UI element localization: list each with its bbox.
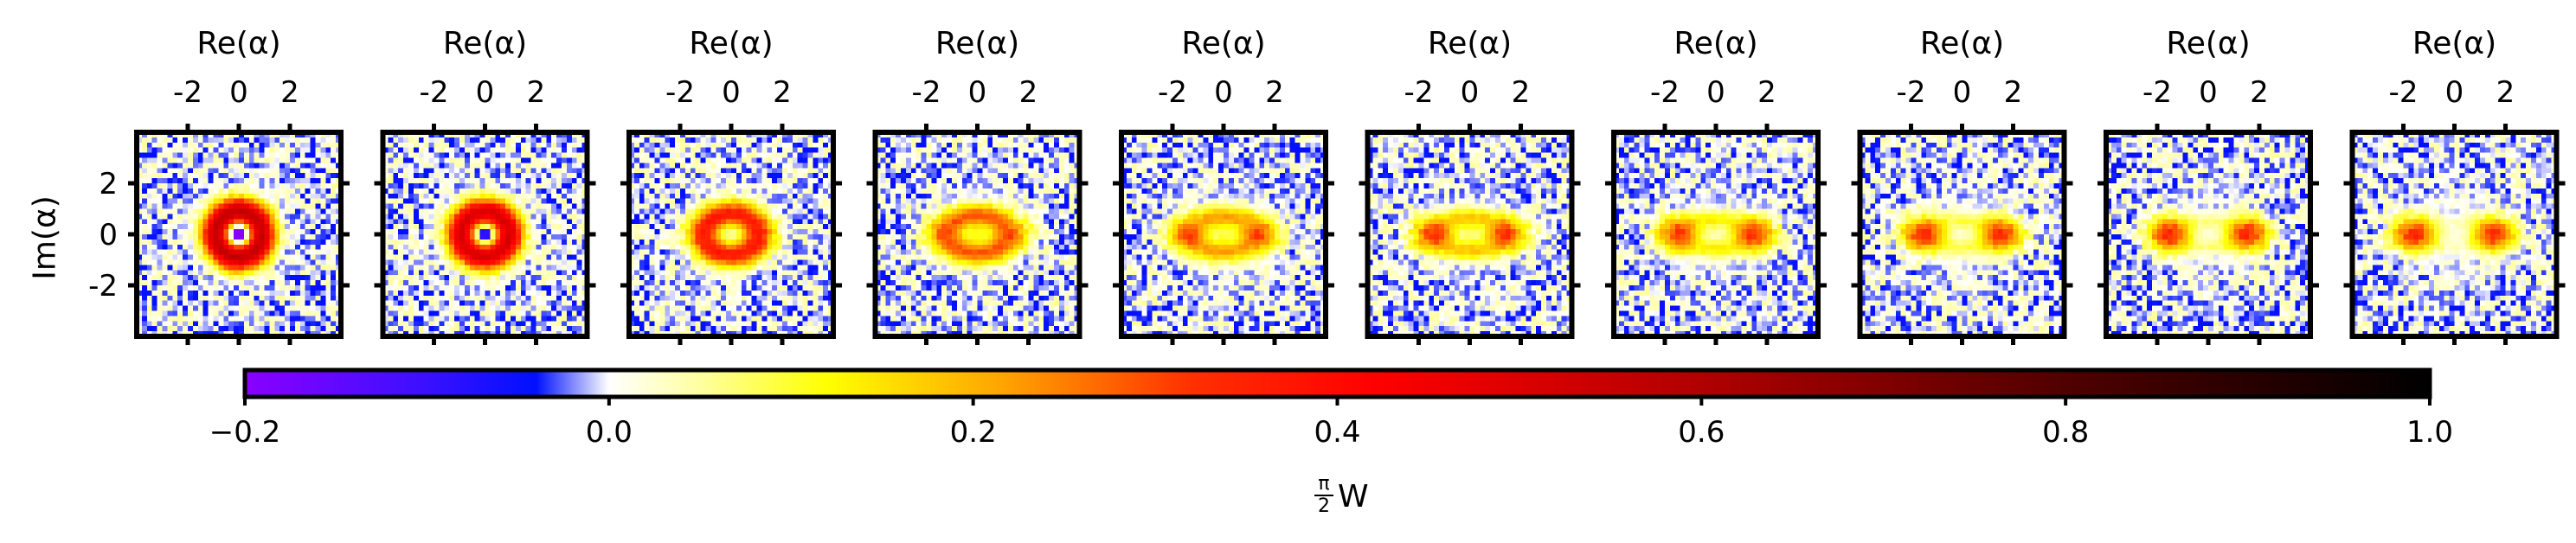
colorbar-tick-label: 0.0 bbox=[586, 415, 633, 450]
wigner-heatmap bbox=[1860, 132, 2065, 336]
x-axis-label: Re(α) bbox=[689, 26, 773, 61]
x-tick-label: 2 bbox=[2496, 75, 2515, 110]
x-tick-label: 2 bbox=[1512, 75, 1531, 110]
x-tick-label: 0 bbox=[2199, 75, 2218, 110]
x-tick-label: 0 bbox=[1953, 75, 1972, 110]
wigner-heatmap bbox=[2106, 132, 2310, 336]
x-tick-label: 0 bbox=[1706, 75, 1725, 110]
x-tick-label: 0 bbox=[1214, 75, 1233, 110]
y-tick-label: -2 bbox=[88, 269, 118, 303]
colorbar-label-numerator: π bbox=[1318, 473, 1329, 495]
x-tick-label: 0 bbox=[229, 75, 248, 110]
x-axis-label: Re(α) bbox=[1181, 26, 1265, 61]
colorbar-tick-label: 0.6 bbox=[1678, 415, 1725, 450]
x-tick-label: -2 bbox=[1158, 75, 1187, 110]
x-axis-label: Re(α) bbox=[196, 26, 280, 61]
x-axis-label: Re(α) bbox=[935, 26, 1019, 61]
y-tick-label: 0 bbox=[99, 218, 118, 252]
x-axis-label: Re(α) bbox=[443, 26, 527, 61]
x-tick-label: 2 bbox=[1265, 75, 1284, 110]
wigner-heatmap bbox=[137, 132, 341, 336]
x-tick-label: -2 bbox=[912, 75, 941, 110]
x-tick-label: 0 bbox=[722, 75, 741, 110]
colorbar-label: π 2 W bbox=[1314, 473, 1369, 517]
x-tick-label: 2 bbox=[773, 75, 792, 110]
colorbar-label-denominator: 2 bbox=[1318, 495, 1330, 517]
x-tick-label: -2 bbox=[2389, 75, 2419, 110]
x-tick-label: 0 bbox=[476, 75, 495, 110]
x-tick-label: -2 bbox=[665, 75, 695, 110]
x-axis-label: Re(α) bbox=[1673, 26, 1757, 61]
colorbar-bar bbox=[242, 367, 2432, 399]
x-tick-label: -2 bbox=[173, 75, 202, 110]
x-axis-label: Re(α) bbox=[1428, 26, 1512, 61]
x-tick-label: -2 bbox=[1404, 75, 1434, 110]
x-axis-label: Re(α) bbox=[2166, 26, 2250, 61]
x-axis-label: Re(α) bbox=[2412, 26, 2496, 61]
x-tick-label: 0 bbox=[968, 75, 987, 110]
colorbar-label-main: W bbox=[1338, 479, 1369, 514]
x-tick-label: -2 bbox=[1897, 75, 1926, 110]
x-tick-label: 2 bbox=[2250, 75, 2269, 110]
wigner-heatmap bbox=[875, 132, 1080, 336]
x-tick-label: 2 bbox=[2004, 75, 2023, 110]
wigner-heatmap bbox=[1367, 132, 1572, 336]
colorbar-tick-label: 0.8 bbox=[2042, 415, 2089, 450]
x-tick-label: -2 bbox=[2142, 75, 2172, 110]
x-tick-label: -2 bbox=[1650, 75, 1680, 110]
x-axis-label: Re(α) bbox=[1920, 26, 2004, 61]
wigner-heatmap bbox=[2352, 132, 2557, 336]
colorbar-tick-label: 0.2 bbox=[950, 415, 997, 450]
wigner-heatmap bbox=[382, 132, 588, 336]
x-tick-label: 2 bbox=[1019, 75, 1038, 110]
x-tick-label: 2 bbox=[1757, 75, 1776, 110]
x-tick-label: 0 bbox=[1461, 75, 1480, 110]
x-tick-label: 0 bbox=[2445, 75, 2464, 110]
colorbar: −0.2 0.0 0.2 0.4 0.6 0.8 1.0 π 2 W bbox=[209, 367, 2453, 517]
wigner-heatmap bbox=[1614, 132, 1818, 336]
colorbar-tick-label: 0.4 bbox=[1314, 415, 1360, 450]
y-axis-label: Im(α) bbox=[28, 195, 63, 280]
colorbar-tick-label: −0.2 bbox=[209, 415, 281, 450]
wigner-heatmap bbox=[629, 132, 833, 336]
x-tick-label: 2 bbox=[527, 75, 546, 110]
y-tick-label: 2 bbox=[99, 167, 118, 201]
colorbar-ticks: −0.2 0.0 0.2 0.4 0.6 0.8 1.0 bbox=[209, 397, 2453, 450]
x-tick-label: 2 bbox=[280, 75, 299, 110]
x-tick-label: -2 bbox=[420, 75, 449, 110]
colorbar-tick-label: 1.0 bbox=[2406, 415, 2453, 450]
wigner-heatmap bbox=[1121, 132, 1326, 336]
